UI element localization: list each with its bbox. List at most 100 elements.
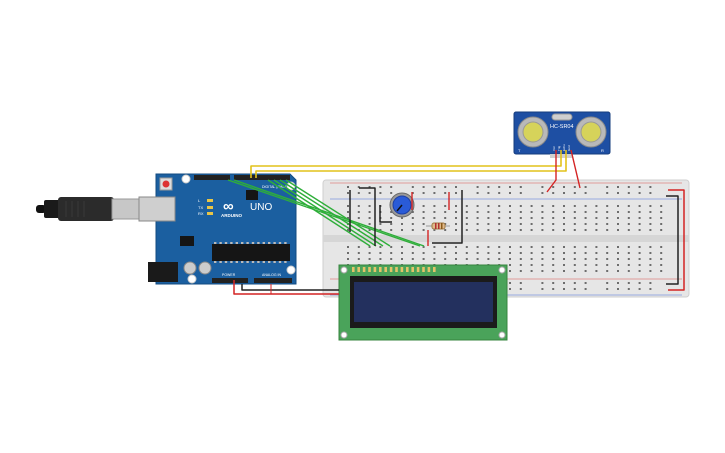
breadboard-hole[interactable]: [552, 229, 555, 231]
rail-hole[interactable]: [541, 288, 544, 290]
breadboard-hole[interactable]: [595, 211, 598, 213]
breadboard-hole[interactable]: [509, 270, 511, 272]
breadboard-hole[interactable]: [573, 246, 576, 248]
breadboard-hole[interactable]: [660, 252, 663, 254]
rail-hole[interactable]: [444, 186, 447, 188]
breadboard-hole[interactable]: [595, 270, 598, 272]
rail-hole[interactable]: [573, 192, 576, 194]
rail-hole[interactable]: [627, 288, 630, 290]
breadboard-hole[interactable]: [627, 211, 630, 213]
rail-hole[interactable]: [390, 186, 393, 188]
lcd-pin[interactable]: [427, 267, 431, 272]
breadboard-hole[interactable]: [509, 229, 511, 231]
breadboard-hole[interactable]: [552, 217, 555, 219]
rail-hole[interactable]: [584, 288, 587, 290]
breadboard-hole[interactable]: [552, 270, 555, 272]
lcd-pin[interactable]: [373, 267, 377, 272]
breadboard-hole[interactable]: [595, 229, 598, 231]
breadboard-hole[interactable]: [638, 252, 641, 254]
breadboard-hole[interactable]: [509, 223, 511, 225]
rail-hole[interactable]: [552, 288, 555, 290]
rail-hole[interactable]: [509, 282, 511, 284]
breadboard-hole[interactable]: [649, 229, 652, 231]
rail-hole[interactable]: [519, 282, 522, 284]
breadboard-hole[interactable]: [541, 217, 544, 219]
breadboard-hole[interactable]: [617, 223, 619, 225]
breadboard-hole[interactable]: [584, 223, 587, 225]
breadboard-hole[interactable]: [519, 264, 522, 266]
breadboard-hole[interactable]: [584, 205, 587, 207]
breadboard-hole[interactable]: [563, 264, 565, 266]
breadboard-hole[interactable]: [595, 258, 598, 260]
breadboard-hole[interactable]: [433, 217, 436, 219]
lcd-pin[interactable]: [357, 267, 360, 272]
breadboard-hole[interactable]: [433, 252, 436, 254]
rail-hole[interactable]: [584, 192, 587, 194]
rail-hole[interactable]: [606, 192, 609, 194]
lcd-pin[interactable]: [422, 267, 425, 272]
breadboard-hole[interactable]: [476, 229, 479, 231]
breadboard-hole[interactable]: [433, 246, 436, 248]
breadboard-hole[interactable]: [627, 223, 630, 225]
breadboard-hole[interactable]: [509, 246, 511, 248]
lcd-pin[interactable]: [400, 267, 404, 272]
breadboard-hole[interactable]: [368, 223, 371, 225]
breadboard-hole[interactable]: [487, 229, 490, 231]
breadboard-hole[interactable]: [519, 217, 522, 219]
breadboard-hole[interactable]: [476, 205, 479, 207]
rail-hole[interactable]: [379, 186, 382, 188]
rail-hole[interactable]: [455, 186, 457, 188]
rail-hole[interactable]: [422, 186, 425, 188]
breadboard-hole[interactable]: [357, 205, 360, 207]
breadboard-hole[interactable]: [379, 229, 382, 231]
breadboard-hole[interactable]: [563, 223, 565, 225]
rail-hole[interactable]: [411, 192, 414, 194]
breadboard-hole[interactable]: [444, 252, 447, 254]
breadboard-hole[interactable]: [617, 217, 619, 219]
breadboard-hole[interactable]: [617, 264, 619, 266]
breadboard-hole[interactable]: [519, 258, 522, 260]
breadboard-hole[interactable]: [606, 252, 609, 254]
breadboard-hole[interactable]: [519, 205, 522, 207]
breadboard-hole[interactable]: [617, 246, 619, 248]
breadboard-hole[interactable]: [552, 264, 555, 266]
breadboard-hole[interactable]: [530, 223, 533, 225]
breadboard-hole[interactable]: [606, 223, 609, 225]
rail-hole[interactable]: [552, 192, 555, 194]
rail-hole[interactable]: [617, 288, 619, 290]
breadboard-hole[interactable]: [465, 217, 468, 219]
breadboard-hole[interactable]: [465, 252, 468, 254]
breadboard-hole[interactable]: [627, 217, 630, 219]
breadboard-hole[interactable]: [519, 223, 522, 225]
breadboard-hole[interactable]: [638, 264, 641, 266]
rail-hole[interactable]: [347, 186, 349, 188]
breadboard-hole[interactable]: [530, 252, 533, 254]
lcd-pin[interactable]: [384, 267, 387, 272]
breadboard-hole[interactable]: [347, 205, 349, 207]
wire-black-4[interactable]: [432, 190, 463, 244]
lcd-pin[interactable]: [389, 267, 393, 272]
breadboard-hole[interactable]: [390, 258, 393, 260]
breadboard-hole[interactable]: [552, 258, 555, 260]
breadboard-hole[interactable]: [660, 258, 663, 260]
breadboard-hole[interactable]: [530, 211, 533, 213]
breadboard-hole[interactable]: [584, 252, 587, 254]
breadboard-hole[interactable]: [519, 246, 522, 248]
breadboard-hole[interactable]: [541, 270, 544, 272]
rail-hole[interactable]: [563, 288, 565, 290]
breadboard-hole[interactable]: [649, 270, 652, 272]
breadboard-hole[interactable]: [541, 264, 544, 266]
wire-green-6[interactable]: [285, 179, 391, 247]
rail-hole[interactable]: [617, 186, 619, 188]
breadboard-hole[interactable]: [541, 229, 544, 231]
breadboard-hole[interactable]: [627, 229, 630, 231]
breadboard-hole[interactable]: [498, 252, 501, 254]
rail-hole[interactable]: [347, 192, 349, 194]
breadboard-hole[interactable]: [411, 252, 414, 254]
breadboard-hole[interactable]: [606, 258, 609, 260]
breadboard-hole[interactable]: [660, 270, 663, 272]
breadboard-hole[interactable]: [584, 246, 587, 248]
breadboard-hole[interactable]: [617, 205, 619, 207]
rail-hole[interactable]: [455, 192, 457, 194]
rail-hole[interactable]: [584, 282, 587, 284]
